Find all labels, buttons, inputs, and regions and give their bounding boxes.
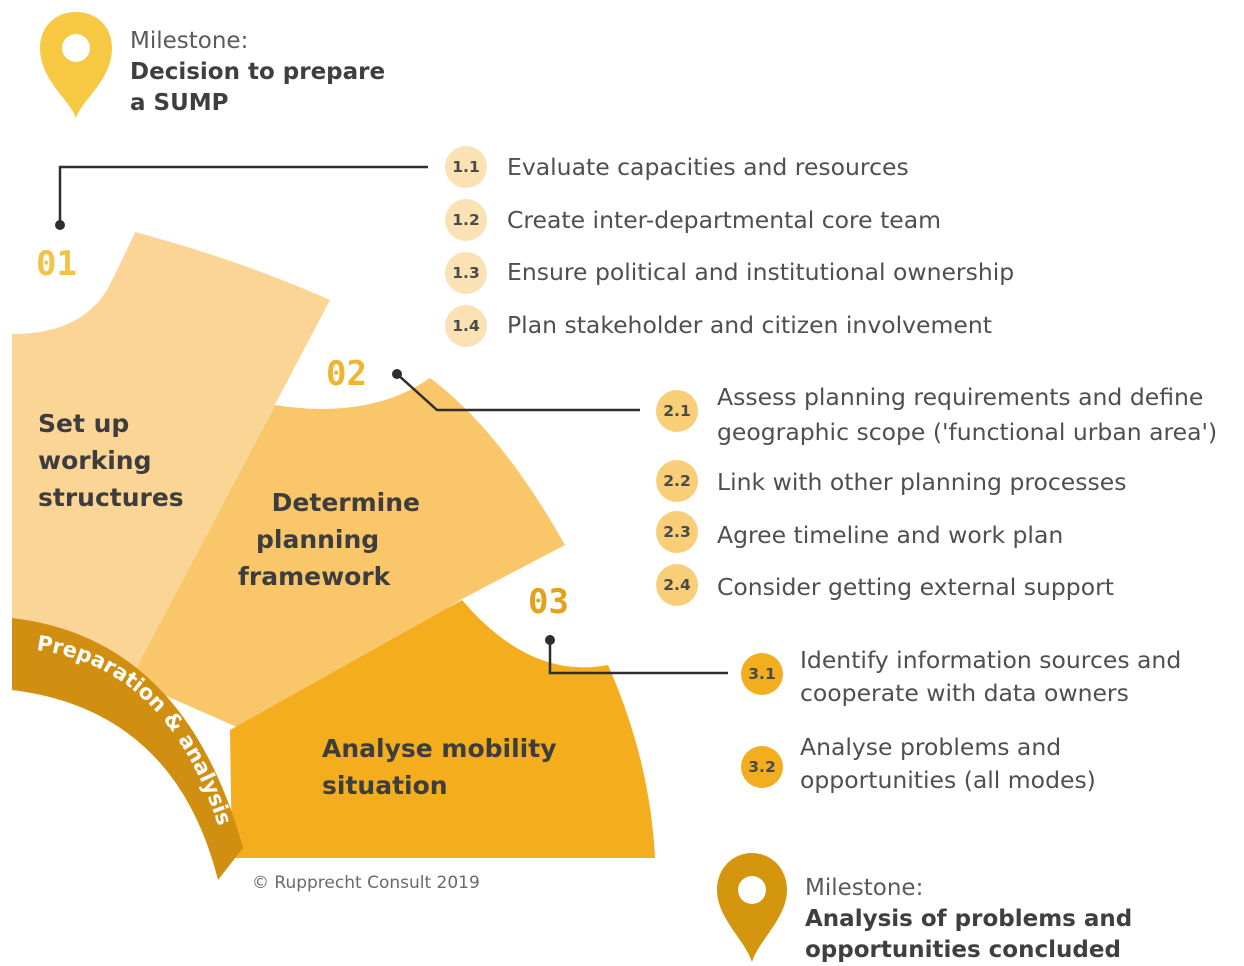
milestone-title-line: a SUMP <box>130 90 229 116</box>
section-title-line: Analyse mobility <box>322 734 557 763</box>
step-text-1-4: Plan stakeholder and citizen involvement <box>507 311 992 339</box>
section-title-2: Determine planning framework <box>238 484 428 595</box>
step-text-1-2: Create inter-departmental core team <box>507 206 942 234</box>
connector-03 <box>548 640 728 675</box>
step-text-line: cooperate with data owners <box>800 679 1129 707</box>
step-text-line: Identify information sources and <box>800 646 1182 674</box>
step-text-2-3: Agree timeline and work plan <box>717 521 1064 549</box>
milestone-title-line: Analysis of problems and <box>805 906 1133 932</box>
milestone-label: Milestone: <box>130 28 249 54</box>
step-text-1-1: Evaluate capacities and resources <box>507 153 909 181</box>
location-pin-icon <box>717 853 787 962</box>
step-badge-2-1: 2.1 <box>656 390 698 432</box>
step-badge-1-3: 1.3 <box>445 252 487 294</box>
step-text-3-2: Analyse problems and opportunities (all … <box>800 731 1096 797</box>
connector-01-dot <box>55 220 65 230</box>
step-badge-2-2: 2.2 <box>656 460 698 502</box>
step-badge-1-1: 1.1 <box>445 146 487 188</box>
section-2-shape <box>130 378 565 735</box>
location-pin-icon <box>40 12 112 118</box>
step-text-2-1: Assess planning requirements and define … <box>717 380 1217 450</box>
milestone-top: Milestone: Decision to prepare a SUMP <box>130 26 385 119</box>
copyright: © Rupprecht Consult 2019 <box>252 873 480 893</box>
step-text-line: Analyse problems and <box>800 733 1062 761</box>
section-title-line: working <box>38 446 152 475</box>
section-title-3: Analyse mobility situation <box>322 730 557 804</box>
connector-03-dot <box>545 635 555 645</box>
milestone-bottom: Milestone: Analysis of problems and oppo… <box>805 873 1132 966</box>
step-text-line: geographic scope ('functional urban area… <box>717 418 1218 446</box>
step-badge-1-4: 1.4 <box>445 305 487 347</box>
step-text-3-1: Identify information sources and coopera… <box>800 644 1181 710</box>
step-badge-3-2: 3.2 <box>741 746 783 788</box>
section-number-03: 03 <box>528 582 569 622</box>
section-title-line: planning <box>256 525 380 554</box>
milestone-label: Milestone: <box>805 875 924 901</box>
step-badge-2-4: 2.4 <box>656 564 698 606</box>
section-number-01: 01 <box>36 244 77 284</box>
connector-02 <box>396 373 640 412</box>
step-text-line: opportunities (all modes) <box>800 766 1096 794</box>
section-title-1: Set up working structures <box>38 405 184 516</box>
connector-01 <box>58 165 428 225</box>
section-title-line: situation <box>322 771 448 800</box>
step-badge-3-1: 3.1 <box>741 653 783 695</box>
arc-band <box>12 618 243 880</box>
step-text-2-2: Link with other planning processes <box>717 468 1127 496</box>
section-title-line: structures <box>38 483 184 512</box>
section-1-shape <box>12 232 330 680</box>
step-text-2-4: Consider getting external support <box>717 573 1114 601</box>
step-text-1-3: Ensure political and institutional owner… <box>507 258 1015 286</box>
milestone-title-line: opportunities concluded <box>805 937 1121 963</box>
step-badge-1-2: 1.2 <box>445 199 487 241</box>
section-title-line: Determine <box>271 488 420 517</box>
section-title-line: framework <box>238 562 391 591</box>
section-title-line: Set up <box>38 409 130 438</box>
step-text-line: Assess planning requirements and define <box>717 383 1204 411</box>
connector-02-dot <box>392 369 402 379</box>
section-number-02: 02 <box>326 354 367 394</box>
step-badge-2-3: 2.3 <box>656 511 698 553</box>
milestone-title-line: Decision to prepare <box>130 59 386 85</box>
